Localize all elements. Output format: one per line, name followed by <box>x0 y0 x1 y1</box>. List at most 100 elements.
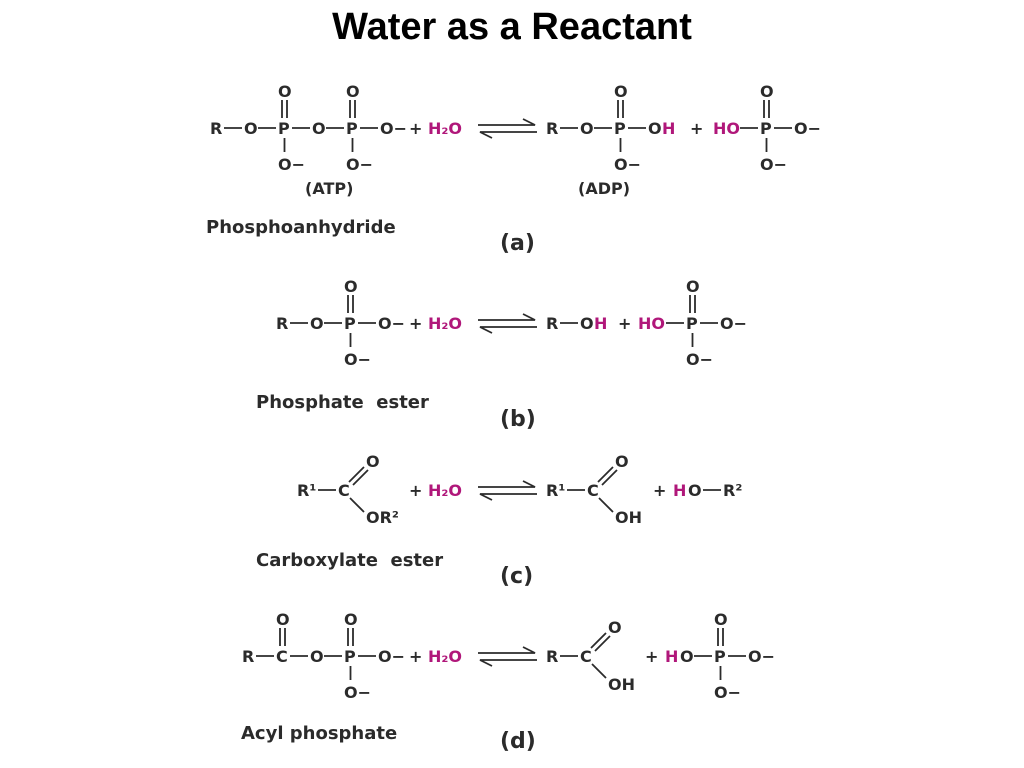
plus-sign: + <box>645 647 658 666</box>
atom-h-o: HO <box>713 119 740 138</box>
atom-o-minus: O− <box>614 155 641 174</box>
atom-o: O <box>346 82 360 101</box>
atom-o-minus: O− <box>344 350 371 369</box>
atom-o: O <box>714 610 728 629</box>
atom-o-minus: O− <box>714 683 741 702</box>
reaction-d-product-acid: R C O OH <box>546 618 635 694</box>
atom-o: O <box>680 647 694 666</box>
atom-o: O <box>686 277 700 296</box>
atom-c: C <box>338 481 350 500</box>
atom-o-minus: O− <box>380 119 407 138</box>
atom-o: O <box>615 452 629 471</box>
atom-p: P <box>344 314 356 333</box>
atom-o: O <box>310 647 324 666</box>
reaction-b: R O P O O− O− + H₂O R O H + HO <box>256 277 747 432</box>
plus-sign: + <box>409 481 422 500</box>
part-label: (d) <box>500 729 536 754</box>
plus-sign: + <box>653 481 666 500</box>
atom-o: O <box>278 82 292 101</box>
part-label: (a) <box>500 231 535 256</box>
atom-h: H <box>594 314 607 333</box>
atom-p: P <box>760 119 772 138</box>
atom-p: P <box>686 314 698 333</box>
equilibrium-arrow <box>478 646 537 667</box>
atom-o: O <box>344 610 358 629</box>
atom-c: C <box>587 481 599 500</box>
atom-o-minus: O− <box>344 683 371 702</box>
part-label: (b) <box>500 407 536 432</box>
reaction-b-product-phosphate: HO P O O− O− <box>638 277 747 369</box>
atom-c: C <box>580 647 592 666</box>
atom-o-minus: O− <box>378 314 405 333</box>
atom-p: P <box>278 119 290 138</box>
plus-sign: + <box>690 119 703 138</box>
atom-o: O <box>276 610 290 629</box>
atom-r1: R¹ <box>546 481 565 500</box>
water-molecule: H₂O <box>428 481 462 500</box>
atom-o: O <box>648 119 662 138</box>
atom-o: O <box>760 82 774 101</box>
reaction-b-reactant: R O P O O− O− <box>276 277 405 369</box>
atom-o-minus: O− <box>378 647 405 666</box>
reaction-name: Phosphoanhydride <box>206 217 396 238</box>
atom-h: H <box>673 481 686 500</box>
equilibrium-arrow <box>478 118 537 139</box>
atom-o: O <box>344 277 358 296</box>
atom-p: P <box>344 647 356 666</box>
water-molecule: H₂O <box>428 647 462 666</box>
atom-o-minus: O− <box>720 314 747 333</box>
atom-r1: R¹ <box>297 481 316 500</box>
reaction-name: Phosphate ester <box>256 392 429 413</box>
atom-o: O <box>580 119 594 138</box>
atom-o: O <box>688 481 702 500</box>
atom-r2: R² <box>723 481 742 500</box>
reaction-a-product-adp: R O P O O− O H (ADP) <box>546 82 675 198</box>
atom-o-minus: O− <box>686 350 713 369</box>
atom-o: O <box>312 119 326 138</box>
atom-o-minus: O− <box>760 155 787 174</box>
atom-o: O <box>614 82 628 101</box>
atom-o-minus: O− <box>748 647 775 666</box>
atom-r: R <box>546 314 558 333</box>
atom-o-minus: O− <box>278 155 305 174</box>
atom-r: R <box>242 647 254 666</box>
reaction-c: R¹ C O OR² + H₂O R¹ C O OH + H O <box>256 452 742 589</box>
atom-c: C <box>276 647 288 666</box>
plus-sign: + <box>409 119 422 138</box>
atom-o-minus: O− <box>794 119 821 138</box>
product-name-adp: (ADP) <box>578 179 630 198</box>
atom-o: O <box>608 618 622 637</box>
plus-sign: + <box>409 647 422 666</box>
equilibrium-arrow <box>478 480 537 501</box>
plus-sign: + <box>618 314 631 333</box>
reaction-b-product-alcohol: R O H <box>546 314 607 333</box>
plus-sign: + <box>409 314 422 333</box>
part-label: (c) <box>500 564 533 589</box>
reactant-name-atp: (ATP) <box>305 179 353 198</box>
atom-r: R <box>210 119 222 138</box>
reaction-a: R O P O O− O P O O− O− (ATP) + H₂O <box>206 82 821 256</box>
atom-h-o: HO <box>638 314 665 333</box>
atom-o: O <box>244 119 258 138</box>
atom-r: R <box>546 647 558 666</box>
atom-o-minus: O− <box>346 155 373 174</box>
atom-h: H <box>662 119 675 138</box>
reaction-d-product-phosphate: H O P O O− O− <box>665 610 775 702</box>
atom-r: R <box>546 119 558 138</box>
reaction-name: Carboxylate ester <box>256 550 443 571</box>
atom-o: O <box>580 314 594 333</box>
atom-p: P <box>346 119 358 138</box>
reaction-d-reactant: R C O O P O O− O− <box>242 610 405 702</box>
page-title: Water as a Reactant <box>332 6 692 48</box>
reaction-a-product-phosphate: HO P O O− O− <box>713 82 821 174</box>
equilibrium-arrow <box>478 313 537 334</box>
reaction-d: R C O O P O O− O− + H₂O R C <box>241 610 775 754</box>
water-molecule: H₂O <box>428 119 462 138</box>
atom-o: O <box>310 314 324 333</box>
atom-or2: OR² <box>366 508 399 527</box>
reaction-c-product-acid: R¹ C O OH <box>546 452 642 527</box>
atom-r: R <box>276 314 288 333</box>
atom-oh: OH <box>608 675 635 694</box>
reaction-name: Acyl phosphate <box>241 723 397 744</box>
